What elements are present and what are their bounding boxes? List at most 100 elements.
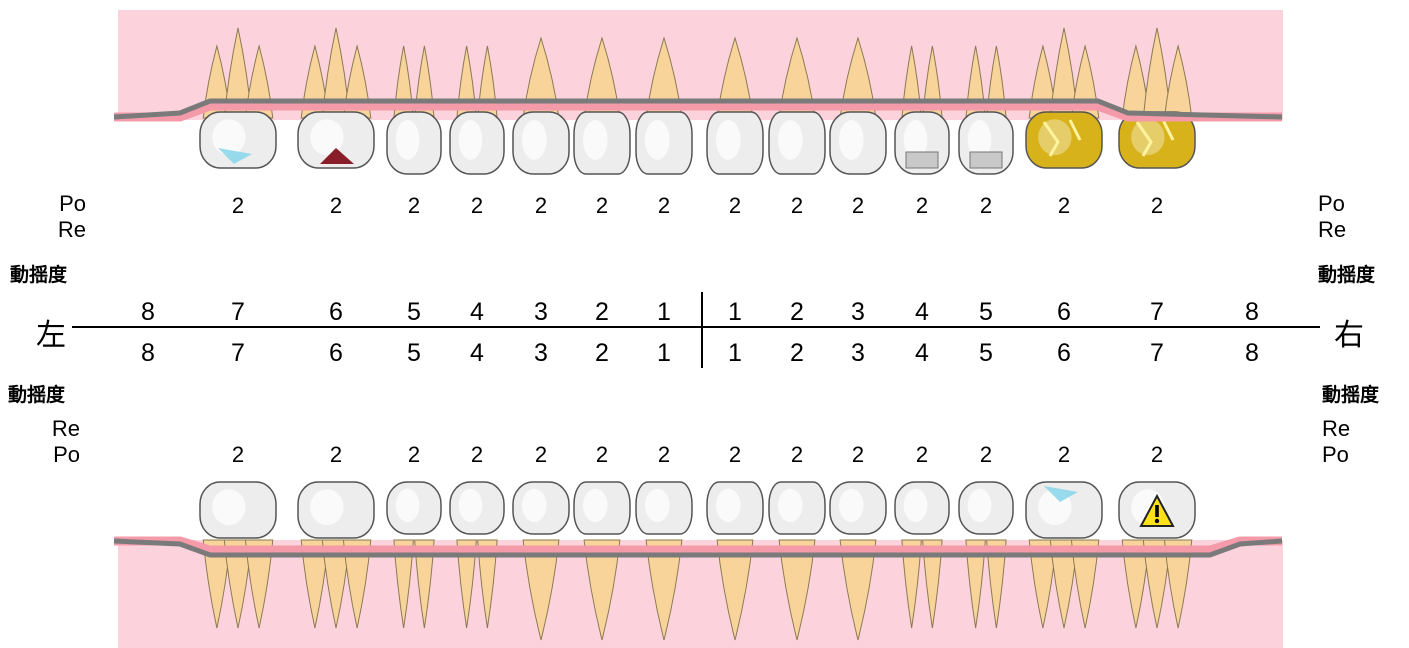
crown-highlight (778, 120, 803, 160)
warning-icon-dot (1155, 519, 1159, 523)
left-kanji: 左 (36, 310, 66, 354)
re-label: Re (40, 416, 80, 442)
lower-pocket-value: 2 (471, 442, 483, 467)
crown-highlight (716, 120, 741, 160)
upper-pocket-value: 2 (535, 193, 547, 218)
mobility-label-upper-left: 動揺度 (10, 260, 67, 287)
crown-highlight (212, 119, 245, 155)
lower-tooth-number: 7 (231, 339, 245, 367)
upper-left-po-re: Po Re (40, 191, 86, 243)
lower-pocket-value: 2 (596, 442, 608, 467)
lower-tooth-number: 3 (851, 339, 865, 367)
lower-tooth-number: 3 (534, 339, 548, 367)
lower-pocket-value: 2 (330, 442, 342, 467)
crown-highlight (212, 489, 245, 525)
upper-tooth-number: 7 (231, 298, 245, 326)
lower-tooth-number: 2 (595, 339, 609, 367)
lower-pocket-value: 2 (852, 442, 864, 467)
upper-pocket-value: 2 (916, 193, 928, 218)
mobility-label-lower-left: 動揺度 (8, 380, 65, 407)
re-label: Re (1322, 416, 1350, 442)
upper-right-po-re: Po Re (1318, 191, 1346, 243)
crown-highlight (310, 119, 343, 155)
pocket-values: 2 2 2 2 2 2 2 2 2 2 2 2 2 2 2 2 2 2 2 2 2 2 2 2 2 2 2 2 (232, 193, 1163, 467)
lower-pocket-value: 2 (232, 442, 244, 467)
upper-pocket-value: 2 (1058, 193, 1070, 218)
lower-tooth-number: 5 (407, 339, 421, 367)
lower-left-re-po: Re Po (40, 416, 80, 468)
lower-tooth-number: 1 (657, 339, 671, 367)
upper-pocket-value: 2 (729, 193, 741, 218)
upper-tooth-number: 2 (790, 298, 804, 326)
lower-tooth-number: 2 (790, 339, 804, 367)
inlay-mark (906, 152, 938, 168)
crown-highlight (778, 489, 803, 522)
inlay-mark (970, 152, 1002, 168)
upper-pocket-value: 2 (471, 193, 483, 218)
crown-highlight (522, 120, 547, 160)
lower-pocket-value: 2 (658, 442, 670, 467)
upper-tooth-number: 8 (1245, 298, 1259, 326)
upper-pocket-value: 2 (791, 193, 803, 218)
upper-tooth-number: 6 (1057, 298, 1071, 326)
re-label: Re (1318, 217, 1346, 243)
crown-highlight (839, 120, 864, 160)
right-kanji: 右 (1334, 310, 1364, 354)
re-label: Re (40, 217, 86, 243)
upper-tooth-number: 3 (851, 298, 865, 326)
upper-pocket-value: 2 (408, 193, 420, 218)
lower-tooth-number: 5 (979, 339, 993, 367)
mobility-label-lower-right: 動揺度 (1322, 380, 1379, 407)
crown-highlight (459, 120, 483, 160)
crown-highlight (645, 120, 670, 160)
upper-tooth-number: 1 (728, 298, 742, 326)
upper-pocket-value: 2 (596, 193, 608, 218)
crown-highlight (904, 489, 928, 522)
crown-highlight (583, 489, 608, 522)
po-label: Po (1322, 442, 1350, 468)
crown-highlight (968, 489, 992, 522)
lower-tooth-number: 4 (470, 339, 484, 367)
upper-pocket-value: 2 (1151, 193, 1163, 218)
upper-tooth-number: 2 (595, 298, 609, 326)
lower-pocket-value: 2 (1058, 442, 1070, 467)
po-label: Po (1318, 191, 1346, 217)
lower-pocket-value: 2 (729, 442, 741, 467)
lower-tooth-number: 1 (728, 339, 742, 367)
upper-tooth-number: 6 (329, 298, 343, 326)
lower-pocket-value: 2 (1151, 442, 1163, 467)
upper-tooth-number: 1 (657, 298, 671, 326)
upper-pocket-value: 2 (330, 193, 342, 218)
crown-highlight (839, 489, 864, 522)
crown-highlight (522, 489, 547, 522)
lower-tooth-number: 8 (141, 339, 155, 367)
lower-tooth-number: 8 (1245, 339, 1259, 367)
upper-pocket-value: 2 (232, 193, 244, 218)
lower-pocket-value: 2 (408, 442, 420, 467)
upper-tooth-number: 7 (1150, 298, 1164, 326)
crown-highlight (716, 489, 741, 522)
lower-pocket-value: 2 (916, 442, 928, 467)
crown-highlight (396, 489, 420, 522)
crown-highlight (310, 489, 343, 525)
lower-tooth-number: 6 (1057, 339, 1071, 367)
crown-highlight (459, 489, 483, 522)
lower-pocket-value: 2 (980, 442, 992, 467)
warning-icon-bar (1155, 505, 1159, 517)
upper-tooth-number: 5 (979, 298, 993, 326)
upper-tooth-number: 4 (470, 298, 484, 326)
po-label: Po (40, 191, 86, 217)
upper-tooth-number: 4 (915, 298, 929, 326)
po-label: Po (40, 442, 80, 468)
upper-pocket-value: 2 (658, 193, 670, 218)
upper-pocket-value: 2 (852, 193, 864, 218)
lower-tooth-number: 7 (1150, 339, 1164, 367)
lower-tooth-number: 4 (915, 339, 929, 367)
lower-tooth-number: 6 (329, 339, 343, 367)
lower-pocket-value: 2 (791, 442, 803, 467)
crown-highlight (645, 489, 670, 522)
lower-right-re-po: Re Po (1322, 416, 1350, 468)
upper-pocket-value: 2 (980, 193, 992, 218)
